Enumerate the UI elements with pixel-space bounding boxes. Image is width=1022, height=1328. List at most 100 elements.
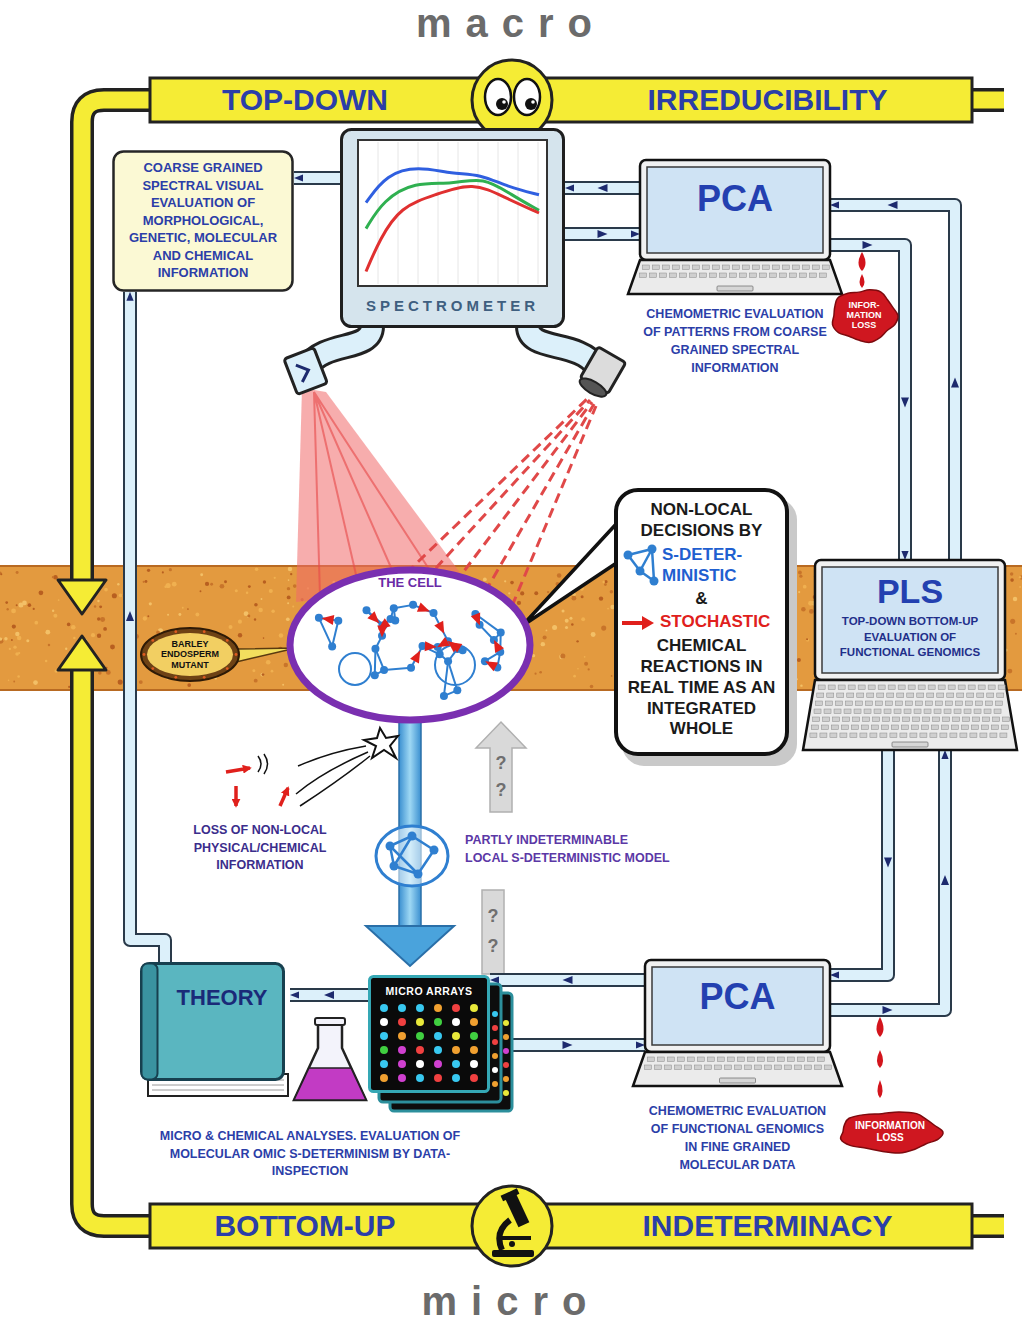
laptop-box-outline xyxy=(694,1065,701,1070)
endosperm-band xyxy=(258,608,262,612)
laptop-box-outline xyxy=(907,693,914,698)
text-panel-outline xyxy=(114,152,293,291)
laptop-box-outline xyxy=(844,709,851,714)
endosperm-band xyxy=(238,633,242,637)
membrane-ellipse-outline xyxy=(410,648,424,663)
laptop-box-outline xyxy=(910,733,917,738)
endosperm-band xyxy=(581,595,584,598)
endosperm-band xyxy=(571,623,574,626)
endosperm-band xyxy=(200,590,202,592)
flask xyxy=(294,1024,366,1100)
laptop-box-outline xyxy=(720,1078,756,1083)
laptop-box-outline xyxy=(975,701,982,706)
leak-drips xyxy=(877,1017,884,1037)
laptop-box-outline xyxy=(784,1065,791,1070)
node-text: NON-LOCAL DECISIONS BY xyxy=(624,500,779,541)
laptop-box-outline xyxy=(880,733,887,738)
microscope-emblem xyxy=(501,1188,520,1201)
laptop-box-outline xyxy=(953,717,960,722)
membrane-ellipse-outline xyxy=(497,629,505,637)
endosperm-band xyxy=(17,636,21,640)
endosperm-band xyxy=(254,603,258,607)
chip-stack-outline xyxy=(470,1032,478,1040)
endosperm-band xyxy=(0,638,2,641)
eyes-emblem xyxy=(531,100,535,104)
chip-stack-outline xyxy=(492,1053,498,1059)
laptop-box-outline xyxy=(831,725,838,730)
descent-arrow xyxy=(399,716,421,928)
chip-stack-outline xyxy=(416,1074,424,1082)
pipe-connector xyxy=(830,750,888,975)
instrument-box-outline xyxy=(518,142,519,284)
laptop-box-outline xyxy=(854,709,861,714)
laptop-box-outline xyxy=(865,701,872,706)
pipe-connector xyxy=(563,976,573,984)
membrane-ellipse-outline xyxy=(471,613,485,628)
laptop-box-outline xyxy=(717,286,753,291)
loss-blob-outline xyxy=(832,290,898,343)
laptop-box-outline xyxy=(960,733,967,738)
laptop-box-outline xyxy=(759,273,766,278)
laptop-box-outline xyxy=(797,1057,804,1062)
return-rays xyxy=(425,400,590,580)
laptop-box-outline xyxy=(971,725,978,730)
laptop-box-outline xyxy=(1001,725,1008,730)
laptop-box-outline xyxy=(799,273,806,278)
endosperm-band xyxy=(797,658,801,662)
laptop-box-outline xyxy=(974,709,981,714)
endosperm-band xyxy=(610,590,613,593)
laptop-box-outline xyxy=(920,733,927,738)
laptop-box-outline xyxy=(1000,733,1007,738)
laptop-box-outline xyxy=(789,273,796,278)
endosperm-band xyxy=(147,615,149,617)
laptop-box-outline xyxy=(918,685,925,690)
laptop-box: PLSTOP-DOWN BOTTOM-UP EVALUATION OF FUNC… xyxy=(815,560,1005,750)
endosperm-band xyxy=(98,671,102,675)
laptop-box-outline xyxy=(774,1065,781,1070)
laptop-box-outline xyxy=(885,701,892,706)
endosperm-band xyxy=(539,671,542,674)
endosperm-band xyxy=(286,617,290,621)
laptop-box-outline xyxy=(817,693,824,698)
ascent-arrow xyxy=(476,722,526,974)
endosperm-band xyxy=(11,639,13,641)
model-network xyxy=(376,826,448,886)
endosperm-band xyxy=(18,602,23,607)
free-label: IRREDUCIBILITY xyxy=(575,80,960,120)
node-text: COARSE GRAINED SPECTRAL VISUAL EVALUATIO… xyxy=(120,159,286,282)
laptop-box-outline xyxy=(937,693,944,698)
endosperm-band xyxy=(263,637,265,639)
laptop-box-outline xyxy=(890,733,897,738)
laptop-box-outline xyxy=(881,725,888,730)
laptop-box-outline xyxy=(983,717,990,722)
laptop-box-outline xyxy=(819,273,826,278)
seed-ellipse-outline xyxy=(151,639,154,642)
endosperm-band xyxy=(71,625,76,630)
membrane-ellipse-outline xyxy=(380,666,388,674)
frame-band xyxy=(82,100,1004,584)
laptop-box-outline xyxy=(825,701,832,706)
endosperm-band xyxy=(1010,572,1014,576)
laptop-box-outline xyxy=(908,685,915,690)
endosperm-band xyxy=(200,573,203,576)
endosperm-band xyxy=(573,675,576,678)
laptop-box-outline xyxy=(640,160,830,260)
node-text: CHEMOMETRIC EVALUATION OF PATTERNS FROM … xyxy=(640,305,830,378)
endosperm-band xyxy=(45,660,48,663)
scatter-burst xyxy=(280,788,288,806)
callout-bubble-outline xyxy=(650,577,659,586)
loss-blob: INFORMATION LOSS xyxy=(840,1112,940,1152)
endosperm-band xyxy=(266,660,271,665)
callout-bubble-outline xyxy=(652,549,654,581)
pipe-connector xyxy=(490,973,645,987)
endosperm-band xyxy=(601,626,606,631)
chip-stack-outline xyxy=(503,1062,509,1068)
endosperm-band xyxy=(292,606,294,608)
flask xyxy=(315,1018,345,1025)
pipe-connector xyxy=(830,205,955,560)
laptop-box-outline xyxy=(823,717,830,722)
pipe-connector xyxy=(830,750,945,1010)
laptop-box-outline xyxy=(897,693,904,698)
endosperm-band xyxy=(808,601,813,606)
laptop-box-outline xyxy=(915,701,922,706)
